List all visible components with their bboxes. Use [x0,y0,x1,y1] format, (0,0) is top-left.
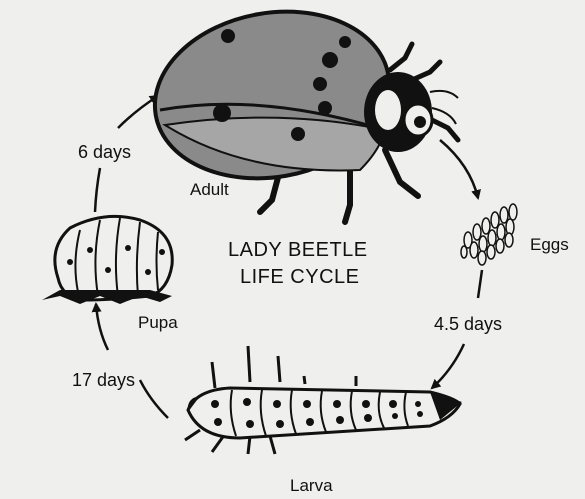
arrow-adult-to-eggs [440,140,478,198]
arrow-pupa-to-adult [95,168,100,212]
arrow-larva-to-pupa [140,380,168,418]
diagram-title-line2: LIFE CYCLE [240,266,359,288]
eggs-illustration [461,204,517,265]
arrow-eggs-to-larva [478,270,482,298]
duration-larva-to-pupa: 17 days [72,370,135,390]
larva-illustration [185,346,462,454]
duration-eggs-to-larva: 4.5 days [434,314,502,334]
diagram-title-line1: LADY BEETLE [228,239,368,261]
duration-pupa-to-adult: 6 days [78,142,131,162]
label-adult: Adult [190,180,229,199]
arrow-larva-to-pupa-upper [96,304,108,350]
label-eggs: Eggs [530,235,569,254]
pupa-illustration [42,216,172,304]
arrow-pupa-to-adult-upper [118,96,158,128]
label-larva: Larva [290,476,333,495]
arrow-eggs-to-larva-lower [432,344,464,388]
label-pupa: Pupa [138,313,178,332]
